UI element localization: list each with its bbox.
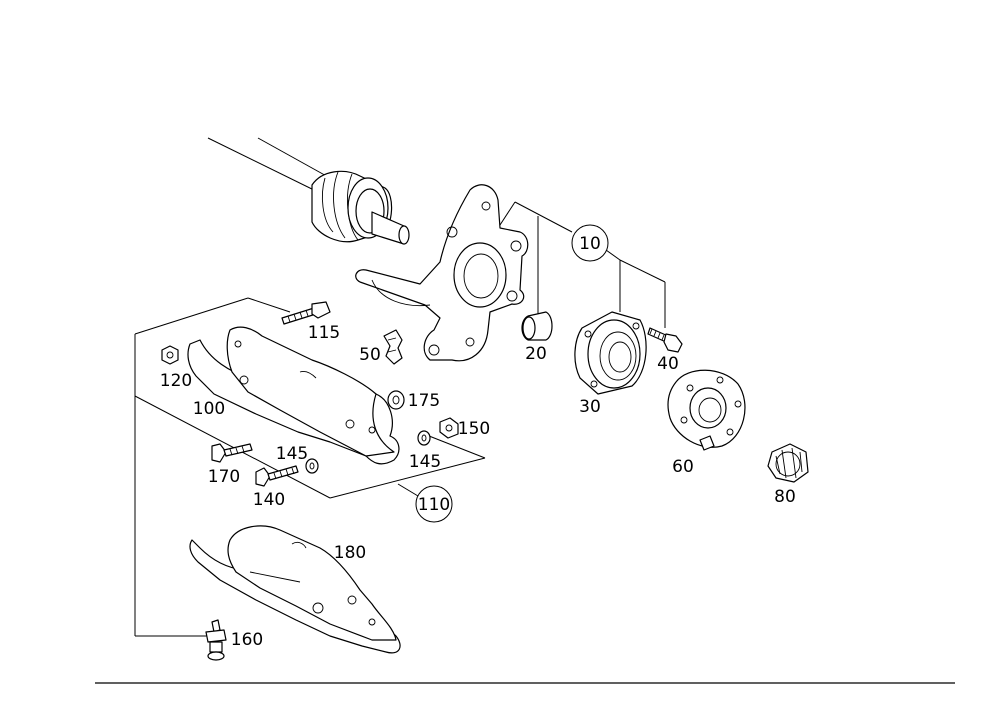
label-80: 80 xyxy=(774,487,796,507)
bolt-140 xyxy=(255,465,299,487)
label-115: 115 xyxy=(308,323,340,343)
label-20: 20 xyxy=(525,344,547,364)
label-110: 110 xyxy=(418,495,450,515)
label-170: 170 xyxy=(208,467,240,487)
nut-120 xyxy=(161,345,179,365)
label-10: 10 xyxy=(579,234,601,254)
label-140: 140 xyxy=(253,490,285,510)
label-60: 60 xyxy=(672,457,694,477)
bolt-40 xyxy=(647,327,683,353)
clip-50 xyxy=(383,329,403,365)
washer-145-right xyxy=(417,430,431,446)
label-160: 160 xyxy=(231,630,263,650)
leader-group-100 xyxy=(134,297,486,637)
wheel-bearing-part xyxy=(574,311,647,395)
wheel-hub-part xyxy=(667,369,746,451)
bolt-170 xyxy=(211,443,253,463)
label-100: 100 xyxy=(193,399,225,419)
bolt-115 xyxy=(281,301,331,325)
label-145-upper: 145 xyxy=(276,444,308,464)
label-150: 150 xyxy=(458,419,490,439)
leader-10 xyxy=(499,201,666,328)
nut-150 xyxy=(439,417,459,439)
label-120: 120 xyxy=(160,371,192,391)
label-180: 180 xyxy=(334,543,366,563)
label-50: 50 xyxy=(359,345,381,365)
label-145-lower: 145 xyxy=(409,452,441,472)
label-40: 40 xyxy=(657,354,679,374)
knuckle-housing xyxy=(355,184,529,362)
hub-nut-part xyxy=(767,443,809,483)
bracket-100 xyxy=(187,326,400,465)
label-30: 30 xyxy=(579,397,601,417)
bracket-180 xyxy=(189,525,401,654)
label-175: 175 xyxy=(408,391,440,411)
bushing-part xyxy=(521,311,553,341)
washer-145-left xyxy=(305,458,319,474)
push-pin-160 xyxy=(205,619,227,661)
washer-175 xyxy=(387,390,405,410)
drive-shaft xyxy=(207,137,410,245)
